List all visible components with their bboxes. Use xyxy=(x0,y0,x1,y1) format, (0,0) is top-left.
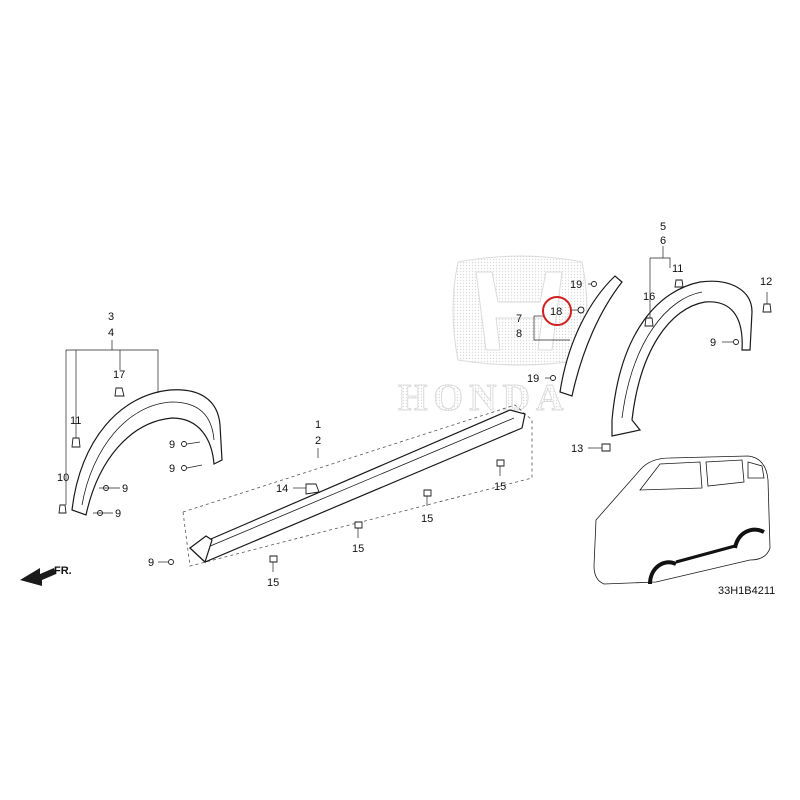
clip-11-left xyxy=(71,437,81,448)
clip-16 xyxy=(644,317,654,327)
clip-19-bottom xyxy=(550,375,556,381)
callout-10[interactable]: 10 xyxy=(57,472,69,484)
callout-9[interactable]: 9 xyxy=(169,463,175,475)
callout-15[interactable]: 15 xyxy=(421,513,433,525)
callout-9[interactable]: 9 xyxy=(122,483,128,495)
callout-19[interactable]: 19 xyxy=(527,373,539,385)
callout-19[interactable]: 19 xyxy=(570,279,582,291)
clip-17 xyxy=(114,387,125,397)
honda-logo-icon xyxy=(452,255,588,366)
nut-13 xyxy=(601,443,611,452)
screw-9-sill xyxy=(168,559,174,565)
callout-4[interactable]: 4 xyxy=(108,327,114,339)
rear-wheel-arch-molding[interactable] xyxy=(611,280,753,437)
screw-9-rear xyxy=(733,339,739,345)
callout-8[interactable]: 8 xyxy=(516,328,522,340)
callout-12[interactable]: 12 xyxy=(760,276,772,288)
clip-19-top xyxy=(591,281,597,287)
honda-watermark: HONDA xyxy=(398,255,588,420)
svg-text:FR.: FR. xyxy=(54,565,72,577)
callout-13[interactable]: 13 xyxy=(571,443,583,455)
callout-15[interactable]: 15 xyxy=(352,543,364,555)
diagram-code: 33H1B4211 xyxy=(718,585,775,597)
callout-3[interactable]: 3 xyxy=(108,311,114,323)
honda-wordmark: HONDA xyxy=(398,377,569,419)
front-arrow-icon: FR. xyxy=(20,565,72,586)
callout-16[interactable]: 16 xyxy=(643,291,655,303)
callout-labels: 1 2 3 4 5 6 7 8 9 9 9 9 9 9 10 11 11 12 … xyxy=(57,221,772,589)
clip-11-right xyxy=(674,279,684,288)
vehicle-location-icon xyxy=(593,455,771,585)
svg-text:18: 18 xyxy=(550,306,562,318)
clip-18 xyxy=(577,306,585,314)
front-wheel-arch-molding[interactable] xyxy=(71,389,223,516)
callout-11[interactable]: 11 xyxy=(70,415,81,427)
screw-9-front xyxy=(93,441,203,516)
highlighted-callout-18[interactable]: 18 xyxy=(542,296,572,326)
callout-15[interactable]: 15 xyxy=(267,577,279,589)
callout-2[interactable]: 2 xyxy=(315,435,321,447)
callout-1[interactable]: 1 xyxy=(315,419,321,431)
callout-14[interactable]: 14 xyxy=(276,483,288,495)
callout-11[interactable]: 11 xyxy=(672,263,683,275)
clip-15-set xyxy=(269,459,505,572)
callout-15[interactable]: 15 xyxy=(494,481,506,493)
callout-6[interactable]: 6 xyxy=(660,235,666,247)
callout-9[interactable]: 9 xyxy=(169,439,175,451)
clip-12 xyxy=(762,303,772,313)
callout-9[interactable]: 9 xyxy=(710,337,716,349)
callout-9[interactable]: 9 xyxy=(148,557,154,569)
callout-17[interactable]: 17 xyxy=(113,369,125,381)
rear-door-molding[interactable] xyxy=(559,275,623,397)
side-sill-garnish[interactable] xyxy=(182,404,533,567)
callout-5[interactable]: 5 xyxy=(660,221,666,233)
clip-10 xyxy=(58,504,67,514)
callout-9[interactable]: 9 xyxy=(115,508,121,520)
clip-14 xyxy=(305,483,320,495)
callout-7[interactable]: 7 xyxy=(516,313,522,325)
